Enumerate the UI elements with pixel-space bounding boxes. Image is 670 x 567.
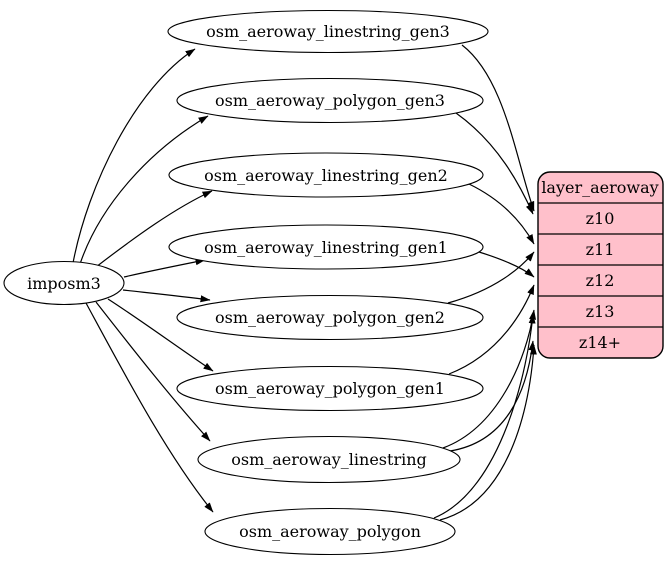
imposm3-ellipse (3, 260, 125, 306)
edges-source-to-tables (72, 48, 214, 513)
layer-row-z11: z11 (586, 240, 615, 259)
edge-linestring-gen1-to-z12 (478, 251, 535, 278)
node-osm-aeroway-polygon-gen2: osm_aeroway_polygon_gen2 (176, 294, 484, 341)
edge-imposm3-to-polygon-gen3 (79, 115, 209, 265)
node-osm-aeroway-polygon-gen3: osm_aeroway_polygon_gen3 (176, 77, 484, 124)
edge-polygon-gen3-to-z10 (455, 112, 534, 215)
table-label: osm_aeroway_linestring_gen1 (204, 238, 448, 257)
edge-imposm3-to-polygon-gen2 (122, 289, 211, 303)
layer-row-z10: z10 (586, 209, 615, 228)
node-osm-aeroway-polygon: osm_aeroway_polygon (204, 507, 456, 556)
edge-imposm3-to-linestring-gen1 (123, 258, 206, 278)
table-label: osm_aeroway_polygon_gen2 (215, 308, 445, 327)
edge-polygon-to-z13 (433, 313, 536, 519)
edges-tables-to-layer (433, 44, 537, 521)
table-ellipse (167, 9, 489, 54)
edge-imposm3-to-polygon-gen1 (107, 298, 214, 372)
edge-polygon-to-z14 (439, 344, 537, 521)
layer-row-z14: z14+ (579, 333, 621, 352)
layer-aeroway-title: layer_aeroway (541, 178, 658, 197)
table-label: osm_aeroway_polygon_gen3 (215, 91, 445, 110)
table-ellipse (197, 435, 461, 484)
table-ellipse (176, 77, 484, 124)
table-label: osm_aeroway_linestring_gen2 (204, 166, 448, 185)
edge-imposm3-to-polygon (85, 302, 214, 513)
node-imposm3: imposm3 (3, 260, 125, 306)
table-label: osm_aeroway_linestring_gen3 (206, 22, 450, 41)
table-ellipse (168, 152, 484, 198)
table-label: osm_aeroway_linestring (231, 450, 427, 469)
table-ellipse (176, 365, 484, 412)
edge-imposm3-to-linestring-gen2 (95, 190, 213, 268)
node-osm-aeroway-linestring-gen1: osm_aeroway_linestring_gen1 (168, 224, 484, 270)
table-label: osm_aeroway_polygon (239, 522, 421, 541)
imposm3-label: imposm3 (27, 274, 101, 293)
layer-row-z12: z12 (586, 271, 615, 290)
layer-row-z13: z13 (586, 302, 615, 321)
table-ellipse (204, 507, 456, 556)
edge-imposm3-to-linestring (95, 301, 211, 442)
node-osm-aeroway-polygon-gen1: osm_aeroway_polygon_gen1 (176, 365, 484, 412)
edge-linestring-gen3-to-z10 (461, 44, 535, 212)
edge-polygon-gen1-to-z12 (448, 284, 535, 375)
edge-imposm3-to-linestring-gen3 (72, 48, 196, 264)
table-label: osm_aeroway_polygon_gen1 (215, 379, 445, 398)
edge-polygon-gen2-to-z11 (447, 251, 535, 304)
edge-linestring-gen2-to-z11 (468, 183, 535, 245)
node-osm-aeroway-linestring-gen2: osm_aeroway_linestring_gen2 (168, 152, 484, 198)
edge-linestring-to-z13 (442, 309, 537, 449)
node-osm-aeroway-linestring-gen3: osm_aeroway_linestring_gen3 (167, 9, 489, 54)
table-ellipse (176, 294, 484, 341)
table-ellipse (168, 224, 484, 270)
node-layer-aeroway: layer_aeroway z10 z11 z12 z13 z14+ (537, 171, 664, 359)
node-osm-aeroway-linestring: osm_aeroway_linestring (197, 435, 461, 484)
edge-linestring-to-z14 (449, 340, 536, 452)
